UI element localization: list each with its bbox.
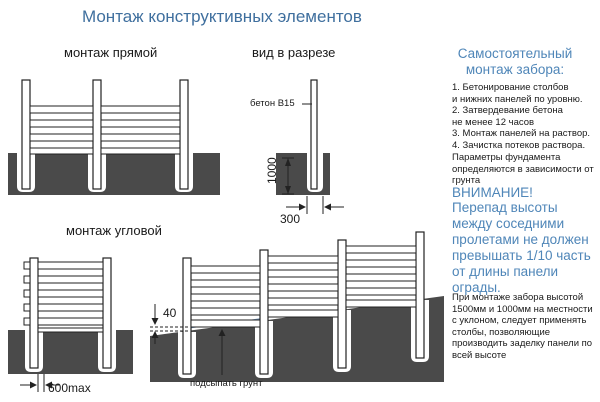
corner-mounting-view: [8, 257, 133, 392]
warning-heading: ВНИМАНИЕ!: [452, 185, 533, 200]
step-line: 4. Зачистка потеков раствора.: [452, 139, 586, 151]
instructions-heading: Самостоятельный монтаж забора:: [457, 46, 573, 77]
label-width: 300: [280, 212, 301, 226]
step-line: 1. Бетонирование столбов: [452, 82, 569, 93]
section-post: [310, 79, 318, 190]
instructions-steps: 1. Бетонирование столбов и нижних панеле…: [452, 82, 598, 152]
slope-note: При монтаже забора высотой 1500мм и 1000…: [452, 292, 593, 361]
straight-mounting-view: [8, 79, 220, 195]
width-dimension: [286, 196, 344, 214]
step-height-dimension: [150, 304, 188, 344]
post-middle: [92, 79, 102, 190]
label-post-gap: 600max: [48, 381, 91, 395]
label-straight-mounting: монтаж прямой: [64, 45, 158, 60]
foundation-params-note: Параметры фундамента определяются в зави…: [452, 152, 594, 187]
label-depth: 1000: [265, 157, 279, 184]
section-view: [276, 79, 344, 214]
step-line: и нижних панелей по уровню.: [452, 93, 583, 105]
label-section-view: вид в разрезе: [252, 45, 336, 60]
post-left: [21, 79, 31, 190]
slope-mounting-view: [150, 231, 444, 382]
step-line: не менее 12 часов: [452, 116, 535, 128]
post-right: [179, 79, 189, 190]
label-step-height: 40: [163, 306, 177, 320]
corner-posts: [29, 257, 112, 369]
warning-text: Перепад высоты между соседними пролетами…: [452, 200, 591, 295]
step-line: 3. Монтаж панелей на раствор.: [452, 128, 591, 140]
label-concrete: бетон В15: [250, 98, 295, 109]
label-fill-soil: подсыпать грунт: [190, 378, 263, 389]
slope-panels: [190, 245, 417, 328]
page-title: Монтаж конструктивных элементов: [82, 7, 362, 26]
post-gap-dimension: [20, 374, 60, 392]
label-corner-mounting: монтаж угловой: [66, 223, 162, 238]
step-line: 2. Затвердевание бетона: [452, 105, 563, 117]
corner-panels: [37, 261, 104, 333]
sloped-ground: [150, 296, 444, 382]
fence-panels: [29, 105, 181, 155]
